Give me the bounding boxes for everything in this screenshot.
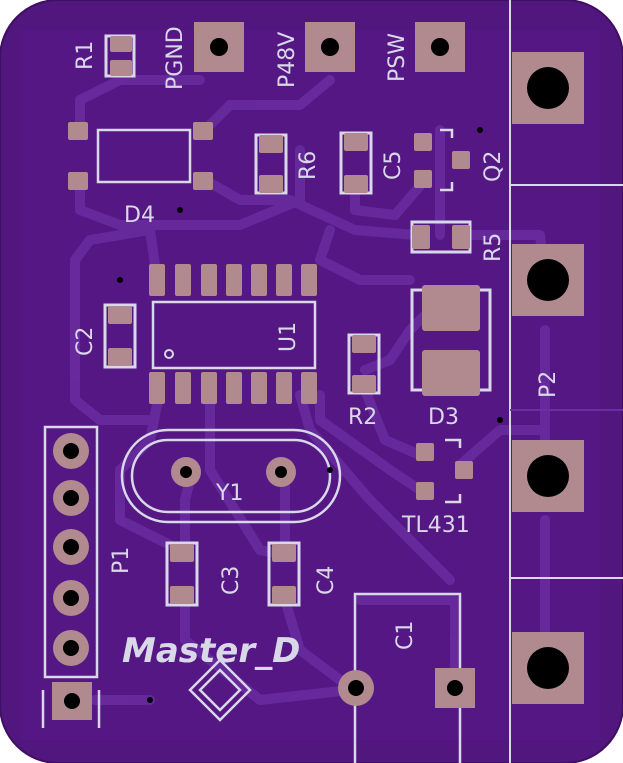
c2-capacitor [103,303,137,369]
p48v-label: P48V [275,32,300,88]
p2-label: P2 [536,371,561,398]
y1-crystal [120,428,342,524]
tl431-label: TL431 [401,513,470,538]
psw-label: PSW [385,33,410,82]
d3-diode [410,285,492,396]
r2-resistor [347,333,381,395]
c3-label: C3 [219,566,244,595]
c5-label: C5 [381,151,406,180]
c3-capacitor [165,541,199,607]
p2-connector [512,52,584,704]
c4-label: C4 [314,566,339,595]
c1-capacitor [338,592,475,763]
q2-transistor [414,127,483,192]
pgnd-label: PGND [163,26,188,90]
p1-header [41,425,153,728]
board-title: Master_D [122,631,300,671]
r5-resistor [410,220,472,254]
c1-label: C1 [393,621,418,650]
d4-label: D4 [124,203,155,228]
p1-label: P1 [109,547,134,574]
c4-capacitor [267,541,301,607]
q2-label: Q2 [481,151,506,182]
r6-label: R6 [296,151,321,180]
r2-label: R2 [348,405,377,430]
tl431-regulator [416,417,503,504]
u1-label: U1 [276,322,301,352]
logo-diamond-icon [188,658,252,722]
p48v-pad [305,22,355,72]
u1-ic [117,264,317,404]
r1-resistor [104,34,136,78]
r1-label: R1 [73,41,98,70]
r5-label: R5 [481,233,506,262]
c2-label: C2 [73,327,98,356]
psw-pad [415,22,465,72]
pgnd-pad [194,22,244,72]
d3-label: D3 [428,405,459,430]
y1-label: Y1 [215,481,243,506]
r6-resistor [254,133,288,195]
c5-capacitor [339,131,373,195]
d4-diode [68,122,213,213]
